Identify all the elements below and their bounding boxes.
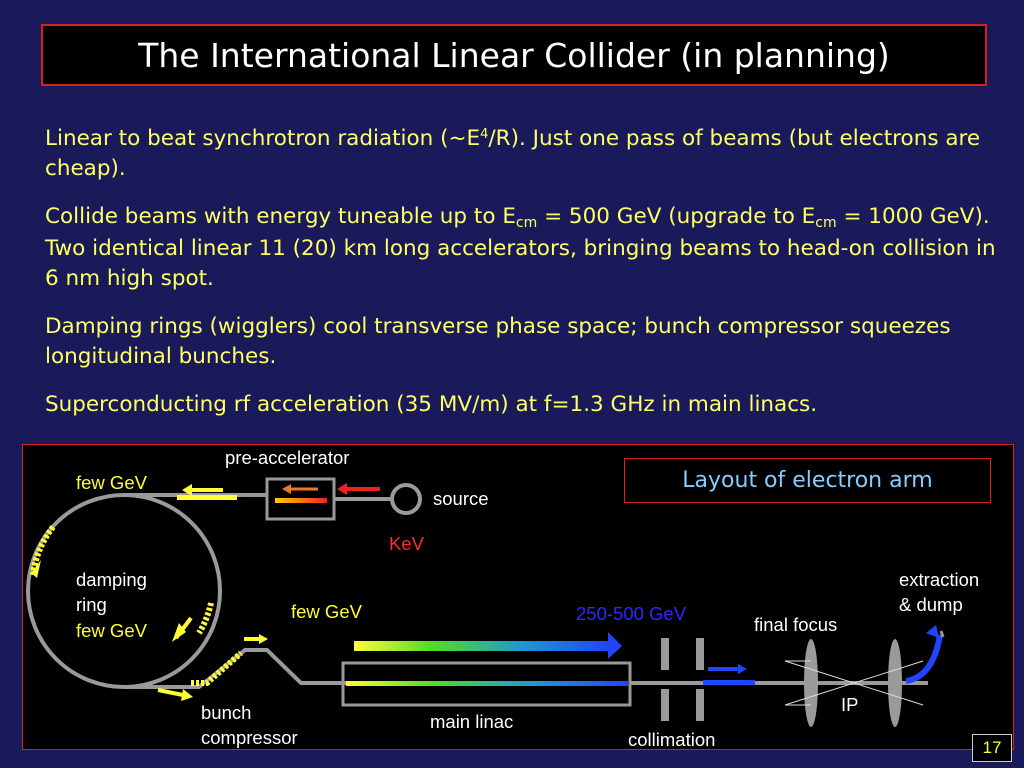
label-compressor: compressor bbox=[201, 727, 298, 748]
label-pre-accelerator: pre-accelerator bbox=[225, 447, 350, 468]
label-extraction: extraction bbox=[899, 569, 980, 590]
pre-accel-beam bbox=[275, 498, 327, 503]
label-dump: & dump bbox=[899, 594, 963, 615]
bullet-1-text-a: Linear to beat synchrotron radiation (~E bbox=[45, 126, 481, 151]
bullet-1-sup: 4 bbox=[480, 127, 489, 142]
label-source: source bbox=[433, 488, 489, 509]
focus-lens-right bbox=[888, 639, 902, 727]
diagram-graphics bbox=[26, 477, 945, 727]
electron-arm-diagram: pre-accelerator source KeV few GeV dampi… bbox=[22, 444, 1014, 750]
main-linac-beam bbox=[346, 681, 628, 686]
page-number-box: 17 bbox=[972, 734, 1012, 762]
label-bunch: bunch bbox=[201, 702, 252, 723]
bullet-2-sub-a: cm bbox=[515, 215, 538, 231]
label-damping: damping bbox=[76, 569, 147, 590]
focus-lens-left bbox=[804, 639, 818, 727]
label-ring: ring bbox=[76, 594, 107, 615]
layout-title: Layout of electron arm bbox=[682, 468, 933, 493]
label-ip: IP bbox=[841, 694, 859, 715]
title-box: The International Linear Collider (in pl… bbox=[41, 24, 987, 86]
bullet-1-text-b: /R). Just one pass of beams (but electro… bbox=[45, 126, 981, 181]
bullet-2-text-c: = 1000 GeV). Two identical linear 11 (20… bbox=[45, 204, 996, 291]
page-number: 17 bbox=[982, 738, 1002, 757]
bullet-3: Damping rings (wigglers) cool transverse… bbox=[45, 314, 951, 369]
label-gev-range: 250-500 GeV bbox=[576, 603, 687, 624]
bullet-2-text-a: Collide beams with energy tuneable up to… bbox=[45, 204, 516, 229]
extraction-beam bbox=[905, 634, 943, 684]
label-final-focus: final focus bbox=[754, 614, 838, 635]
damping-ring-shape bbox=[26, 493, 222, 689]
bullet-2-sub-b: cm bbox=[815, 215, 837, 231]
label-few-gev-top: few GeV bbox=[76, 472, 147, 493]
bullet-2-text-b: = 500 GeV (upgrade to E bbox=[537, 204, 816, 229]
slide-title: The International Linear Collider (in pl… bbox=[138, 36, 890, 75]
label-kev: KeV bbox=[389, 533, 424, 554]
bullet-2: Collide beams with energy tuneable up to… bbox=[45, 202, 1010, 294]
label-few-gev-ring: few GeV bbox=[76, 620, 147, 641]
label-few-gev-mid: few GeV bbox=[291, 601, 362, 622]
bunch-compressor-beam bbox=[191, 650, 243, 686]
blue-beam bbox=[703, 680, 755, 685]
label-main-linac: main linac bbox=[430, 711, 514, 732]
energy-gradient-arrow bbox=[354, 641, 608, 651]
layout-title-box: Layout of electron arm bbox=[624, 458, 991, 503]
bullet-1: Linear to beat synchrotron radiation (~E… bbox=[45, 124, 1010, 184]
label-collimation: collimation bbox=[628, 729, 716, 750]
bullet-4: Superconducting rf acceleration (35 MV/m… bbox=[45, 392, 818, 417]
beam-top bbox=[177, 495, 237, 500]
bullet-list: Linear to beat synchrotron radiation (~E… bbox=[45, 124, 1010, 438]
source-ring bbox=[390, 483, 422, 515]
